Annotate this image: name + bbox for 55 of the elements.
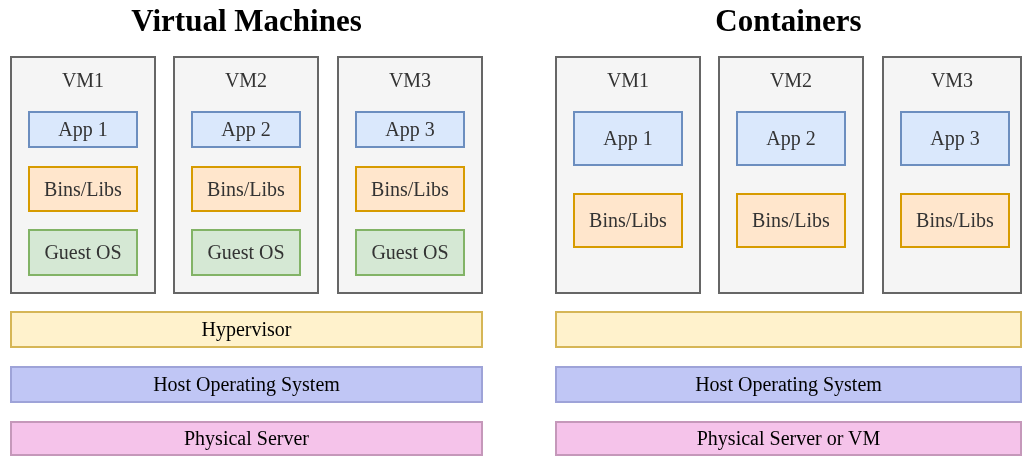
vm-panel xyxy=(337,56,483,294)
node-label: Bins/Libs xyxy=(207,176,285,202)
library-box xyxy=(191,166,301,212)
layer-bar xyxy=(10,311,483,348)
layer-bar xyxy=(10,366,483,403)
node-label: Hypervisor xyxy=(201,317,292,342)
node-label: App 2 xyxy=(221,117,271,142)
section-title: Containers xyxy=(715,2,862,40)
node-label: Bins/Libs xyxy=(371,176,449,202)
node-label: VM1 xyxy=(61,68,105,93)
library-box xyxy=(573,193,683,248)
app-box xyxy=(900,111,1010,166)
node-label: Bins/Libs xyxy=(44,176,122,202)
node-label: App 1 xyxy=(603,126,653,151)
node-label: Guest OS xyxy=(371,240,449,265)
app-box xyxy=(736,111,846,166)
app-box xyxy=(355,111,465,148)
app-box xyxy=(28,111,138,148)
section-title: Virtual Machines xyxy=(131,2,362,40)
vm-panel xyxy=(10,56,156,294)
vm-panel xyxy=(173,56,319,294)
library-box xyxy=(28,166,138,212)
node-label: Bins/Libs xyxy=(752,208,830,233)
library-box xyxy=(900,193,1010,248)
node-label: Guest OS xyxy=(44,240,122,265)
node-label: Host Operating System xyxy=(153,372,340,397)
node-label: App 3 xyxy=(385,117,435,142)
node-label: Host Operating System xyxy=(695,372,882,397)
vm-panel xyxy=(718,56,864,294)
node-label: Guest OS xyxy=(207,240,285,265)
node-label: VM2 xyxy=(224,68,268,93)
guest-os-box xyxy=(191,229,301,276)
vm-panel xyxy=(882,56,1022,294)
layer-bar xyxy=(10,421,483,456)
node-label: App 1 xyxy=(58,117,108,142)
node-label: App 2 xyxy=(766,126,816,151)
vm-panel xyxy=(555,56,701,294)
guest-os-box xyxy=(28,229,138,276)
node-label: Bins/Libs xyxy=(916,208,994,233)
node-label: VM2 xyxy=(769,68,813,93)
guest-os-box xyxy=(355,229,465,276)
node-label: Bins/Libs xyxy=(589,208,667,233)
library-box xyxy=(736,193,846,248)
node-label: Physical Server xyxy=(184,426,309,451)
node-label: VM3 xyxy=(930,68,974,93)
node-label: App 3 xyxy=(930,126,980,151)
layer-bar xyxy=(555,421,1022,456)
app-box xyxy=(191,111,301,148)
app-box xyxy=(573,111,683,166)
node-label: VM3 xyxy=(388,68,432,93)
node-label: VM1 xyxy=(606,68,650,93)
layer-bar xyxy=(555,311,1022,348)
layer-bar xyxy=(555,366,1022,403)
library-box xyxy=(355,166,465,212)
node-label: Physical Server or VM xyxy=(696,426,881,451)
